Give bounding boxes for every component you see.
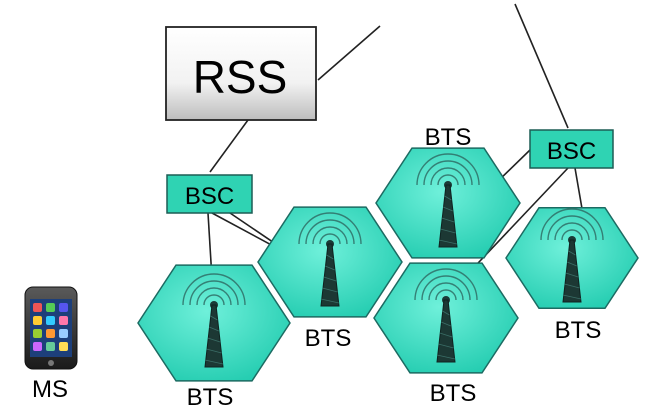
- bts-label-bottom-center: BTS: [430, 380, 477, 407]
- rss-label: RSS: [193, 51, 288, 103]
- bsc-left-node: BSC: [166, 174, 253, 214]
- bts-label-top: BTS: [425, 124, 472, 151]
- ms-node: MS: [24, 286, 78, 403]
- link-bsc-right-bts-bottom-center: [461, 167, 569, 281]
- bsc-left-label: BSC: [185, 183, 234, 210]
- link-rss-uplink: [317, 25, 381, 81]
- bsc-right-label: BSC: [547, 138, 596, 165]
- phone-icon: [24, 286, 78, 370]
- antenna-tower-icon: [416, 153, 480, 248]
- bts-label-bottom-left: BTS: [187, 384, 234, 411]
- antenna-tower-icon: [540, 208, 604, 303]
- bts-cell-bottom-center: [373, 262, 519, 374]
- bts-cell-bottom-left: [137, 264, 291, 382]
- link-rss-bsc-left: [209, 119, 249, 173]
- ms-label: MS: [32, 376, 68, 403]
- antenna-tower-icon: [298, 212, 362, 307]
- antenna-tower-icon: [414, 268, 478, 363]
- antenna-tower-icon: [182, 273, 246, 368]
- bts-cell-top: [375, 147, 521, 259]
- bts-cell-middle: [257, 206, 403, 318]
- bts-cell-right: [505, 206, 639, 310]
- bts-cells: [137, 147, 639, 382]
- bts-label-right: BTS: [555, 317, 602, 344]
- rss-node: RSS: [165, 26, 317, 121]
- bsc-right-node: BSC: [529, 129, 614, 169]
- link-uplink-bsc-right: [514, 3, 569, 129]
- bts-label-middle: BTS: [305, 325, 352, 352]
